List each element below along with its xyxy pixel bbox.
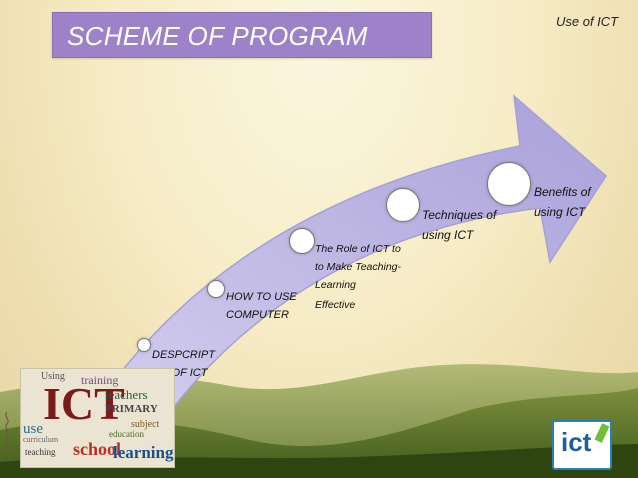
step-label-5-line-1: Benefits of [534,185,591,199]
step-label-3-line-3: Learning [315,279,356,291]
step-circle-2 [207,280,225,298]
step-label-2-line-1: HOW TO USE [226,291,297,303]
ict-word-collage: ICT school learning teachers PRIMARY use… [20,368,175,468]
step-circle-4 [386,188,420,222]
step-label-3: The Role of ICT to to Make Teaching- Lea… [315,240,401,314]
corner-label: Use of ICT [556,14,619,29]
collage-word-ict: ICT [43,378,125,429]
step-label-3-line-4: Effective [315,299,356,311]
collage-word-training: training [81,373,119,387]
step-label-5: Benefits of using ICT [534,182,591,222]
step-label-4-line-2: using ICT [422,228,474,242]
step-label-5-line-2: using ICT [534,205,586,219]
logo-tick-icon [594,423,610,443]
collage-word-education: education [109,429,144,439]
collage-word-teachers: teachers [105,387,148,402]
step-circle-1 [137,338,151,352]
step-label-4: Techniques of using ICT [422,205,496,245]
step-label-3-line-1: The Role of ICT to [315,243,401,255]
collage-word-learning: learning [113,443,174,462]
step-circle-3 [289,228,315,254]
collage-word-school: school [73,439,122,459]
collage-word-primary: PRIMARY [105,403,158,415]
step-label-2-line-2: COMPUTER [226,309,289,321]
foreground-grass [0,444,638,478]
step-circle-5 [487,162,531,206]
step-label-3-line-2: to Make Teaching- [315,261,401,273]
collage-word-use: use [23,421,43,437]
side-ornament-icon [5,411,9,456]
collage-word-subject: subject [131,419,160,430]
ict-logo: ict [552,420,612,470]
step-label-4-line-1: Techniques of [422,208,497,222]
collage-word-teaching: teaching [25,447,56,457]
collage-word-using: Using [41,371,65,382]
title-bar: SCHEME OF PROGRAM [52,12,432,58]
step-label-2: HOW TO USE COMPUTER [226,288,297,324]
step-label-1-line-1: DESPCRIPT [152,349,215,361]
ict-logo-text: ict [561,427,592,457]
arrow-body [64,94,607,458]
collage-word-curriculum: curriculum [23,435,59,444]
slide-title: SCHEME OF PROGRAM [67,21,368,51]
